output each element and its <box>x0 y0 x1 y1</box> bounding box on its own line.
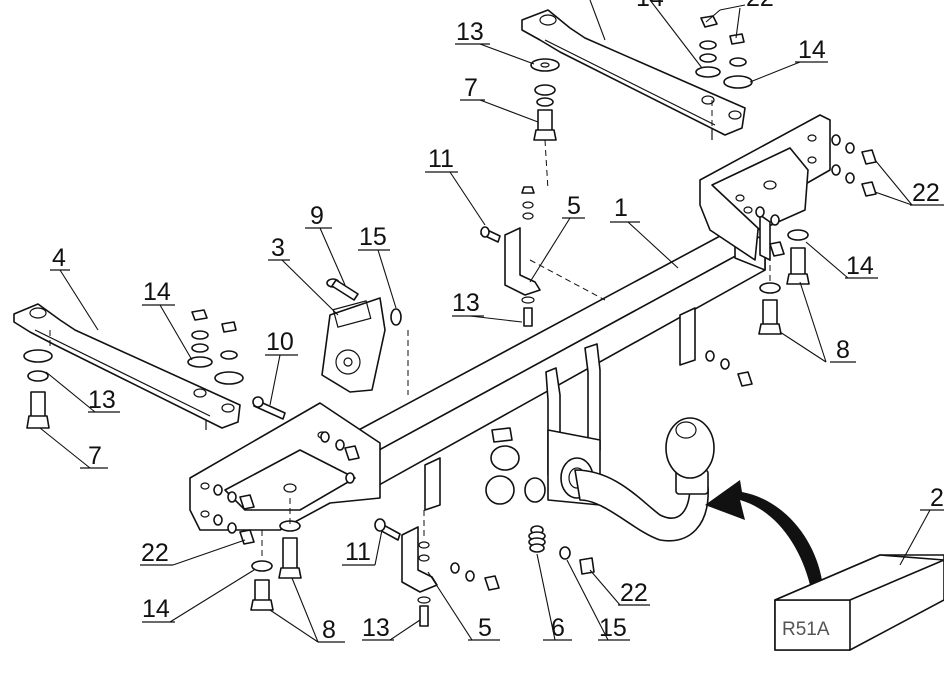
callout-5-top: 5 <box>567 192 581 220</box>
callout-15-top: 15 <box>359 223 387 251</box>
callout-6: 6 <box>551 614 565 642</box>
callout-14-top-right: 14 <box>798 36 826 64</box>
center-tabs <box>424 307 696 511</box>
callout-4-left: 4 <box>52 244 66 272</box>
callout-15-bottom: 15 <box>599 614 627 642</box>
nut-chain-22 <box>213 134 877 591</box>
callout-22-top: 22 <box>746 0 774 12</box>
callout-13-mid: 13 <box>452 289 480 317</box>
callout-14-left: 14 <box>143 278 171 306</box>
callout-5-bottom: 5 <box>478 614 492 642</box>
spring-6 <box>528 525 595 575</box>
callout-22-left: 22 <box>141 539 169 567</box>
left-mounting-bracket <box>13 303 241 430</box>
top-left-bolt-stack <box>530 58 560 141</box>
callout-7-left: 7 <box>88 442 102 470</box>
socket-plate <box>321 297 386 393</box>
callout-14-bottom: 14 <box>142 595 170 623</box>
top-mounting-bracket <box>521 9 746 140</box>
callout-13-left: 13 <box>88 386 116 414</box>
box-label: R51A <box>782 619 830 640</box>
top-right-nut-stack <box>695 15 753 89</box>
leader-lines <box>39 0 944 643</box>
left-nut-stack <box>187 309 244 385</box>
callout-8-right: 8 <box>836 336 850 364</box>
washer-15-top <box>390 308 402 326</box>
callout-7-top: 7 <box>464 74 478 102</box>
callout-3: 3 <box>271 234 285 262</box>
lock-knob <box>485 427 546 505</box>
screw-10 <box>252 396 286 420</box>
tow-hook-arm <box>545 343 715 542</box>
left-bolt-8 <box>250 520 302 611</box>
callout-14-top-left: 14 <box>636 0 664 12</box>
screw-9 <box>326 278 359 301</box>
callout-22-bottom: 22 <box>620 579 648 607</box>
callout-13-bottom: 13 <box>362 614 390 642</box>
callout-14-right: 14 <box>846 252 874 280</box>
assembly-guide-lines <box>49 100 771 560</box>
callout-13-top: 13 <box>456 18 484 46</box>
callout-10: 10 <box>266 328 294 356</box>
callout-8-left: 8 <box>322 616 336 644</box>
callout-1: 1 <box>614 194 628 222</box>
lower-bracket-5 <box>374 518 438 627</box>
left-bolt-stack <box>23 349 53 429</box>
callout-labels: 1 2 3 4 5 5 6 7 7 8 8 9 10 11 11 13 13 1… <box>52 0 944 644</box>
left-side-plate <box>189 402 381 531</box>
upper-bracket-5 <box>480 186 541 327</box>
callout-2: 2 <box>930 484 944 512</box>
assembly-arrow-icon <box>705 480 822 585</box>
callout-11-top: 11 <box>428 145 454 173</box>
callout-22-right: 22 <box>912 179 940 207</box>
callout-9: 9 <box>310 202 324 230</box>
right-side-plate <box>699 114 831 261</box>
callout-11-bottom: 11 <box>345 538 371 566</box>
right-bolt-8 <box>758 229 810 335</box>
package-box: R51A <box>774 554 944 651</box>
